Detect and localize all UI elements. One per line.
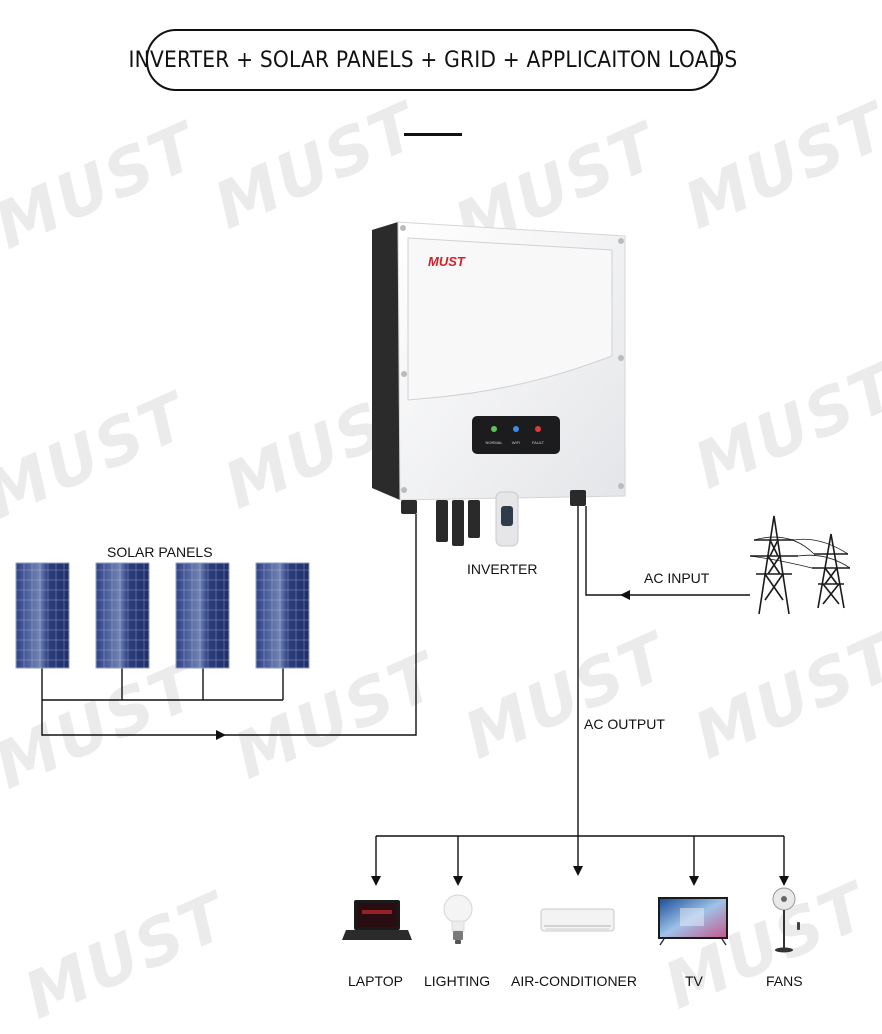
title-box: INVERTER + SOLAR PANELS + GRID + APPLICA… bbox=[129, 29, 737, 91]
screw bbox=[400, 225, 406, 231]
inverter-unit: NORMAL WIFI FAULT MUST bbox=[372, 221, 626, 547]
page-title: INVERTER + SOLAR PANELS + GRID + APPLICA… bbox=[128, 47, 738, 73]
arrow-left-icon bbox=[620, 590, 630, 600]
arrow-down-icon bbox=[689, 876, 699, 886]
inverter-lid bbox=[407, 237, 613, 401]
light-bulb-icon bbox=[443, 894, 473, 944]
normal-led-icon bbox=[491, 426, 497, 432]
dc-connector bbox=[401, 500, 417, 514]
indicator-label: NORMAL bbox=[485, 440, 503, 445]
indicator-label: WIFI bbox=[512, 440, 520, 445]
air-conditioner-icon bbox=[540, 908, 615, 932]
screw bbox=[401, 371, 407, 377]
inverter-display-panel bbox=[472, 416, 560, 454]
screw bbox=[618, 355, 624, 361]
screw bbox=[618, 483, 624, 489]
inverter-side bbox=[372, 222, 400, 500]
pv-connector bbox=[468, 500, 480, 538]
load-label-tv: TV bbox=[685, 973, 703, 989]
ac-output-label: AC OUTPUT bbox=[584, 716, 665, 732]
load-label-fans: FANS bbox=[766, 973, 803, 989]
arrow-down-icon bbox=[371, 876, 381, 886]
solar-panel-icon bbox=[175, 562, 230, 669]
ac-connector bbox=[570, 490, 586, 506]
pv-connector bbox=[436, 500, 448, 542]
arrow-down-icon bbox=[573, 866, 583, 876]
solar-to-inverter-wire bbox=[41, 514, 417, 736]
fault-led-icon bbox=[535, 426, 541, 432]
grid-to-inverter-wire bbox=[585, 506, 750, 596]
fan-icon bbox=[772, 887, 800, 953]
pv-connector bbox=[452, 500, 464, 546]
load-label-laptop: LAPTOP bbox=[348, 973, 403, 989]
arrows bbox=[216, 590, 789, 886]
wifi-dongle-screen bbox=[501, 506, 513, 526]
arrow-right-icon bbox=[216, 730, 226, 740]
wifi-led-icon bbox=[513, 426, 519, 432]
solar-panel-array bbox=[15, 562, 310, 669]
load-label-air-conditioner: AIR-CONDITIONER bbox=[511, 973, 637, 989]
transmission-tower-icon bbox=[749, 515, 851, 615]
tv-icon bbox=[658, 897, 728, 946]
solar-panel-icon bbox=[15, 562, 70, 669]
screw bbox=[401, 487, 407, 493]
solar-panel-icon bbox=[95, 562, 150, 669]
title-underline bbox=[404, 133, 462, 136]
wiring bbox=[41, 506, 785, 878]
inverter-brand-logo: MUST bbox=[428, 254, 466, 269]
solar-panels-label: SOLAR PANELS bbox=[107, 544, 213, 560]
laptop-icon bbox=[342, 900, 412, 940]
screw bbox=[618, 238, 624, 244]
arrow-down-icon bbox=[453, 876, 463, 886]
arrow-down-icon bbox=[779, 876, 789, 886]
inverter-label: INVERTER bbox=[467, 561, 538, 577]
indicator-label: FAULT bbox=[532, 440, 545, 445]
solar-panel-icon bbox=[255, 562, 310, 669]
load-label-lighting: LIGHTING bbox=[424, 973, 491, 989]
ac-input-label: AC INPUT bbox=[644, 570, 710, 586]
